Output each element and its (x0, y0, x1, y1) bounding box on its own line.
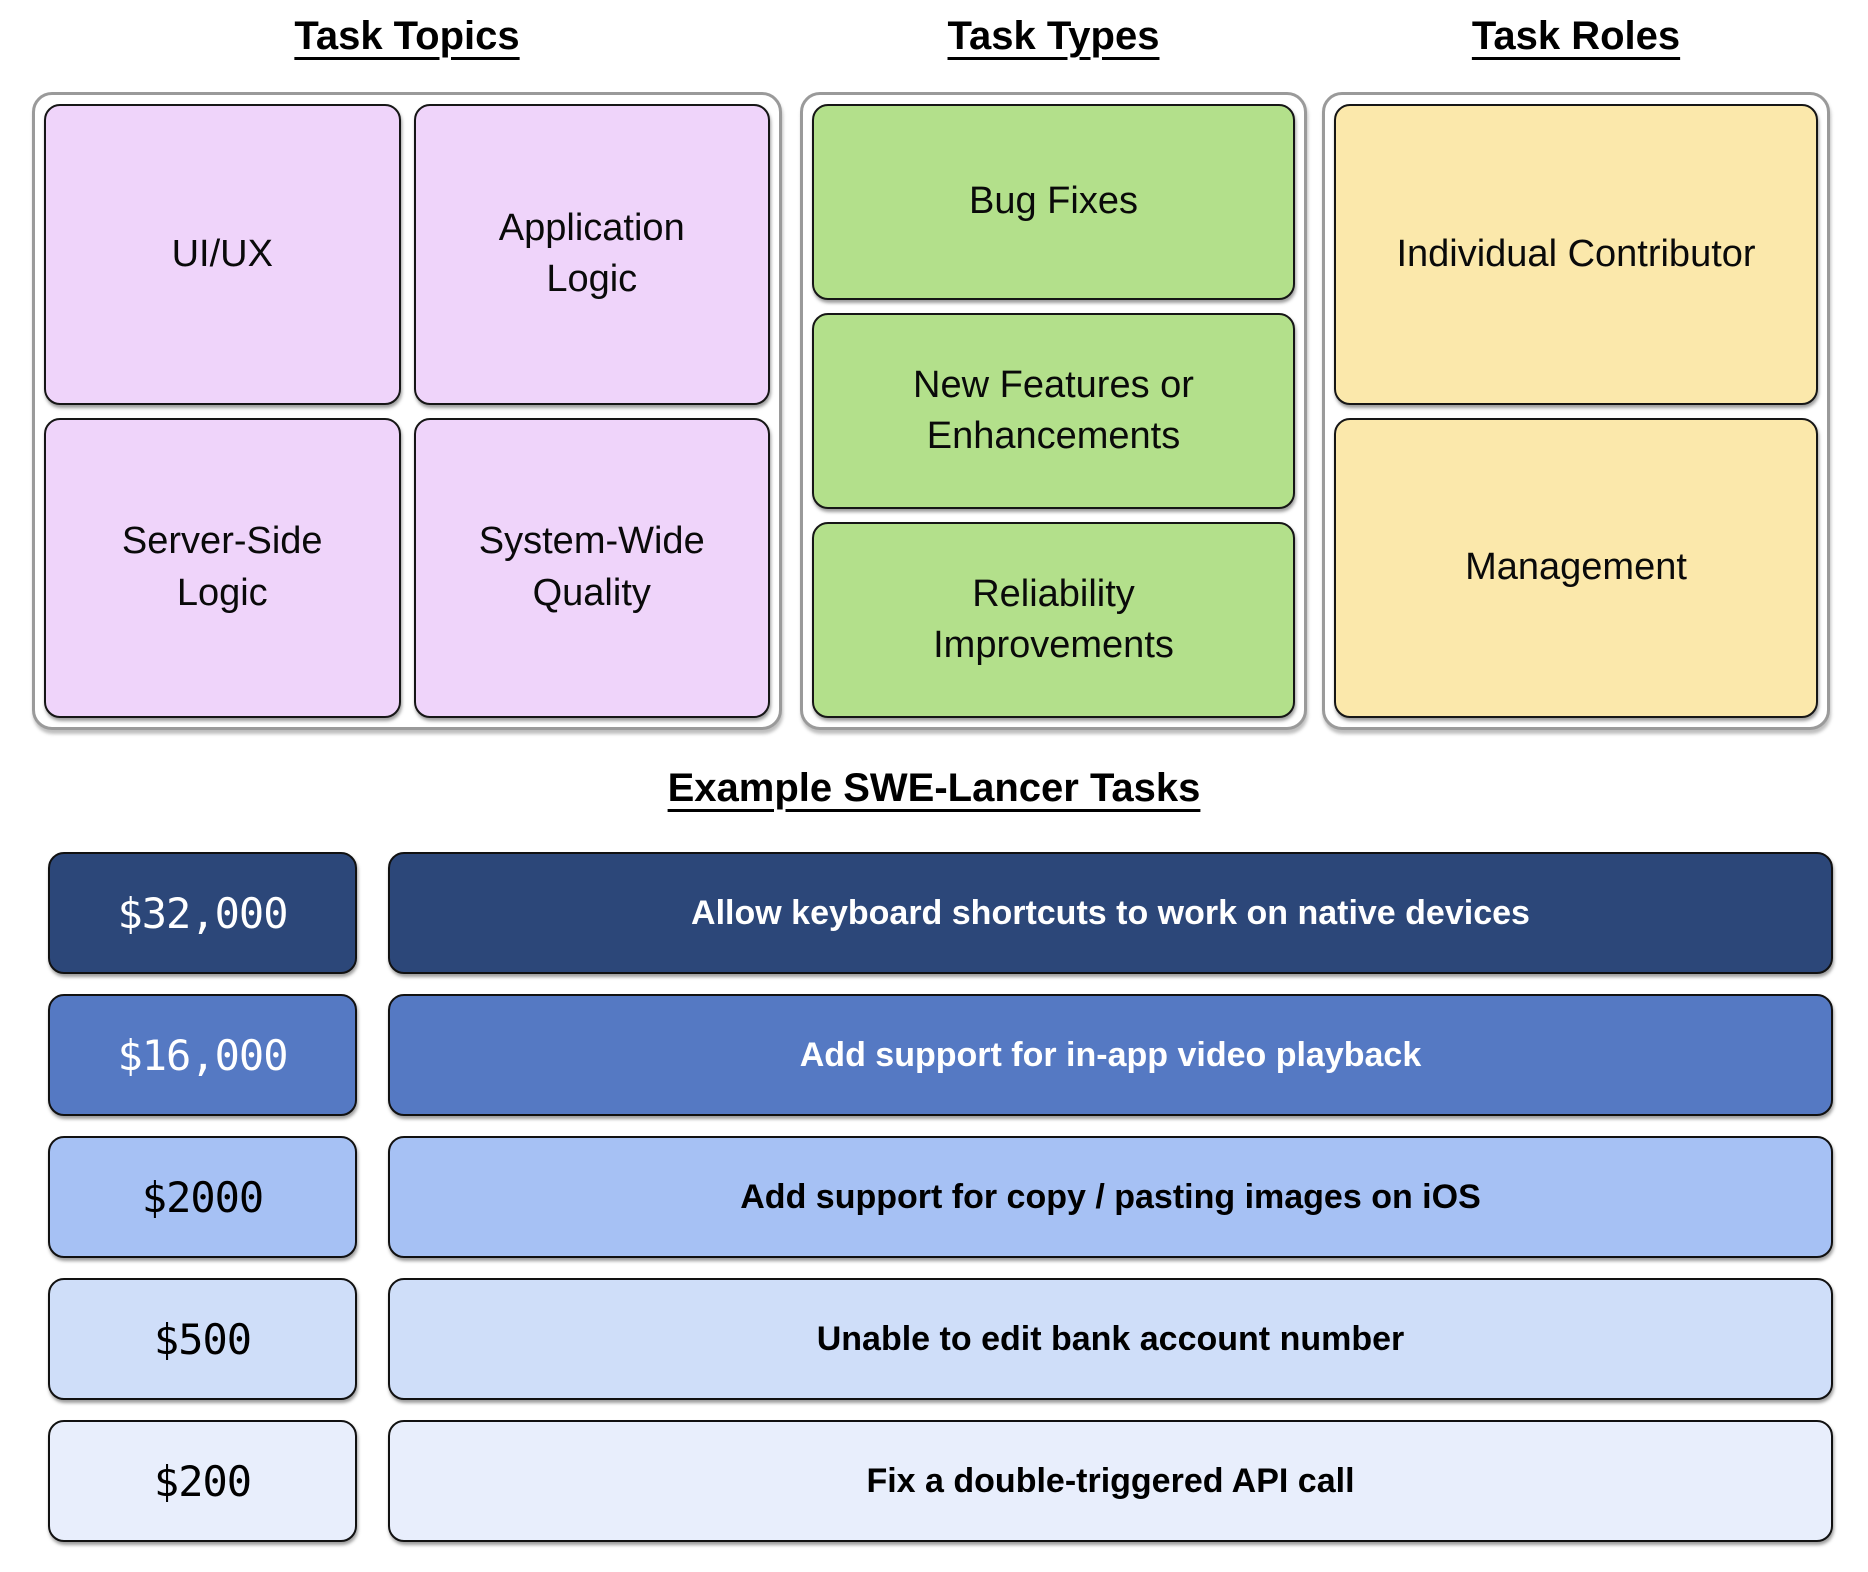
task-roles-header: Task Roles (1471, 13, 1681, 58)
role-box-management: Management (1334, 417, 1818, 718)
topic-box-system-wide-quality: System-Wide Quality (413, 417, 770, 718)
task-description: Unable to edit bank account number (388, 1278, 1833, 1400)
task-description: Fix a double-triggered API call (388, 1420, 1833, 1542)
price-badge: $200 (48, 1420, 357, 1542)
task-types-header: Task Types (947, 13, 1160, 58)
topic-box-uiux: UI/UX (44, 104, 401, 405)
task-description: Add support for in-app video playback (388, 994, 1833, 1116)
example-tasks-title: Example SWE-Lancer Tasks (667, 765, 1201, 810)
price-badge: $16,000 (48, 994, 357, 1116)
task-description: Add support for copy / pasting images on… (388, 1136, 1833, 1258)
task-topics-container: UI/UX Application Logic Server-Side Logi… (32, 92, 782, 730)
price-badge: $32,000 (48, 852, 357, 974)
task-topics-header: Task Topics (294, 13, 520, 58)
task-types-container: Bug Fixes New Features or Enhancements R… (800, 92, 1307, 730)
price-badge: $2000 (48, 1136, 357, 1258)
task-description: Allow keyboard shortcuts to work on nati… (388, 852, 1833, 974)
type-box-bug-fixes: Bug Fixes (812, 104, 1295, 300)
type-box-new-features: New Features or Enhancements (812, 313, 1295, 509)
price-badge: $500 (48, 1278, 357, 1400)
role-box-individual-contributor: Individual Contributor (1334, 104, 1818, 405)
type-box-reliability: Reliability Improvements (812, 522, 1295, 718)
topic-box-application-logic: Application Logic (413, 104, 770, 405)
topic-box-server-side-logic: Server-Side Logic (44, 417, 401, 718)
task-roles-container: Individual Contributor Management (1322, 92, 1830, 730)
